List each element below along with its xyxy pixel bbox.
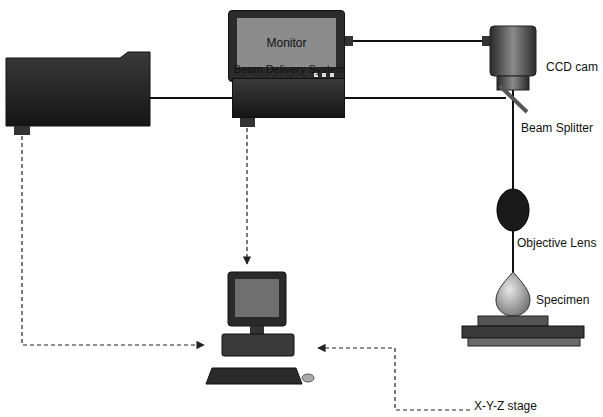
ccd-camera (490, 26, 536, 90)
specimen-drop (496, 272, 530, 316)
monitor-screen: Monitor (237, 18, 336, 67)
laser-source (6, 52, 150, 135)
beam-path (345, 97, 506, 99)
monitor-label: Monitor (266, 36, 306, 50)
part-name: X-Y-Z stage (474, 399, 537, 413)
beam-path (150, 97, 232, 99)
computer (206, 272, 314, 384)
part-name: CCD cam (546, 60, 598, 74)
part-name: Objective Lens (517, 236, 596, 250)
part-name: Specimen (536, 293, 589, 307)
beam-delivery-box: Beam Delivery System (232, 78, 345, 118)
part-name: Beam Splitter (521, 121, 593, 135)
beam-splitter (500, 86, 527, 112)
control-line (22, 128, 470, 410)
box-heading: Beam Delivery System (234, 63, 345, 75)
video-cable (345, 36, 490, 46)
objective-lens (497, 189, 529, 231)
xyz-stage (462, 316, 584, 346)
connector-foot (240, 118, 255, 127)
